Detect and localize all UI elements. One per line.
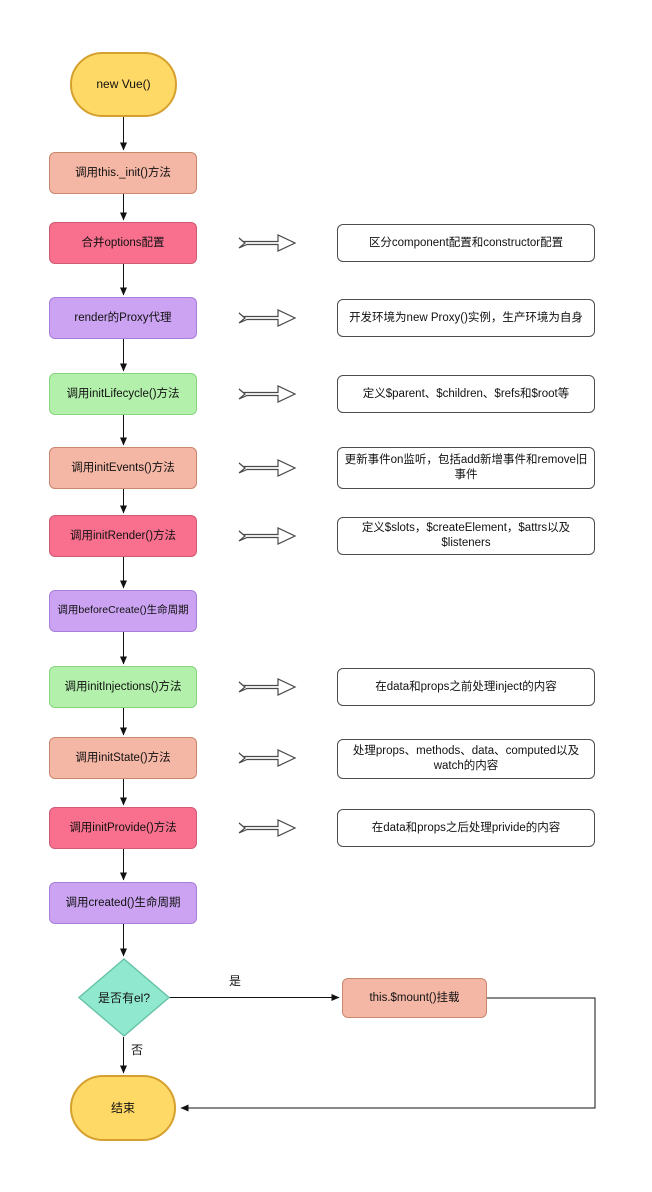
step-box-init-render: 调用initRender()方法 bbox=[49, 515, 197, 557]
step-box-init-state: 调用initState()方法 bbox=[49, 737, 197, 779]
note-box-init-events: 更新事件on监听，包括add新增事件和remove旧事件 bbox=[337, 447, 595, 489]
block-arrow-icon bbox=[238, 749, 297, 767]
block-arrow-icon bbox=[238, 234, 297, 252]
step-box-before-create: 调用beforeCreate()生命周期 bbox=[49, 590, 197, 632]
note-box-render-proxy: 开发环境为new Proxy()实例，生产环境为自身 bbox=[337, 299, 595, 337]
note-box-init-render: 定义$slots，$createElement，$attrs以及$listene… bbox=[337, 517, 595, 555]
step-box-init: 调用this._init()方法 bbox=[49, 152, 197, 194]
mount-box: this.$mount()挂载 bbox=[342, 978, 487, 1018]
block-arrow-icon bbox=[238, 527, 297, 545]
decision-diamond: 是否有el? bbox=[77, 958, 171, 1037]
block-arrow-icon bbox=[238, 678, 297, 696]
note-box-init-state: 处理props、methods、data、computed以及watch的内容 bbox=[337, 739, 595, 779]
block-arrow-icon bbox=[238, 459, 297, 477]
step-box-created: 调用created()生命周期 bbox=[49, 882, 197, 924]
decision-label: 是否有el? bbox=[97, 991, 150, 1005]
end-terminator: 结束 bbox=[70, 1075, 176, 1141]
step-box-init-events: 调用initEvents()方法 bbox=[49, 447, 197, 489]
block-arrow-icon bbox=[238, 385, 297, 403]
note-box-init-injections: 在data和props之前处理inject的内容 bbox=[337, 668, 595, 706]
block-arrow-icon bbox=[238, 309, 297, 327]
block-arrow-icon bbox=[238, 819, 297, 837]
step-box-init-provide: 调用initProvide()方法 bbox=[49, 807, 197, 849]
step-box-render-proxy: render的Proxy代理 bbox=[49, 297, 197, 339]
step-box-init-lifecycle: 调用initLifecycle()方法 bbox=[49, 373, 197, 415]
diamond-shape bbox=[77, 958, 171, 1037]
note-box-merge-options: 区分component配置和constructor配置 bbox=[337, 224, 595, 262]
yes-label: 是 bbox=[229, 974, 242, 988]
start-terminator: new Vue() bbox=[70, 52, 177, 117]
note-box-init-lifecycle: 定义$parent、$children、$refs和$root等 bbox=[337, 375, 595, 413]
step-box-init-injections: 调用initInjections()方法 bbox=[49, 666, 197, 708]
no-label: 否 bbox=[131, 1043, 144, 1057]
note-box-init-provide: 在data和props之后处理privide的内容 bbox=[337, 809, 595, 847]
step-box-merge-options: 合并options配置 bbox=[49, 222, 197, 264]
